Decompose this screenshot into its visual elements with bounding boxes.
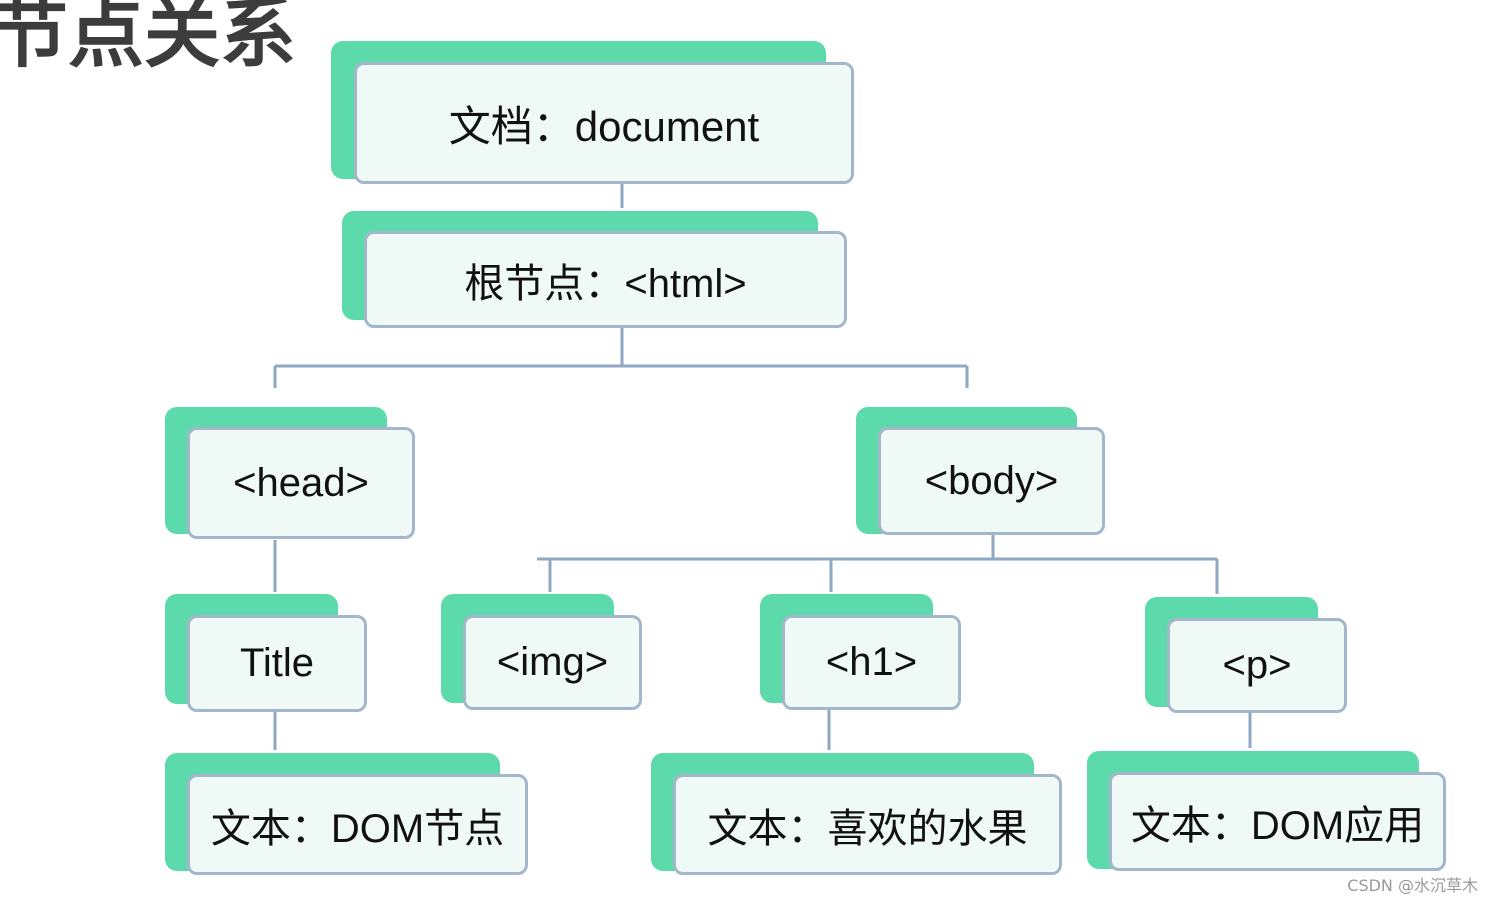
node-title-label: Title — [239, 641, 315, 685]
watermark: CSDN @水沉草木 — [1347, 876, 1478, 895]
node-document-label: 文档：document — [448, 102, 760, 150]
node-h1-label: <h1> — [825, 640, 918, 684]
node-p-label: <p> — [1222, 643, 1292, 687]
node-text-fruit-label: 文本：喜欢的水果 — [707, 806, 1028, 851]
node-head-label: <head> — [233, 460, 369, 505]
node-html-label: 根节点：<html> — [464, 261, 747, 306]
node-text-dom-node-label: 文本：DOM节点 — [210, 806, 505, 851]
page-title: 节点关系 — [0, 0, 296, 78]
node-text-dom-app-label: 文本：DOM应用 — [1130, 803, 1425, 848]
node-img-label: <img> — [496, 640, 609, 684]
node-body-label: <body> — [924, 458, 1059, 503]
